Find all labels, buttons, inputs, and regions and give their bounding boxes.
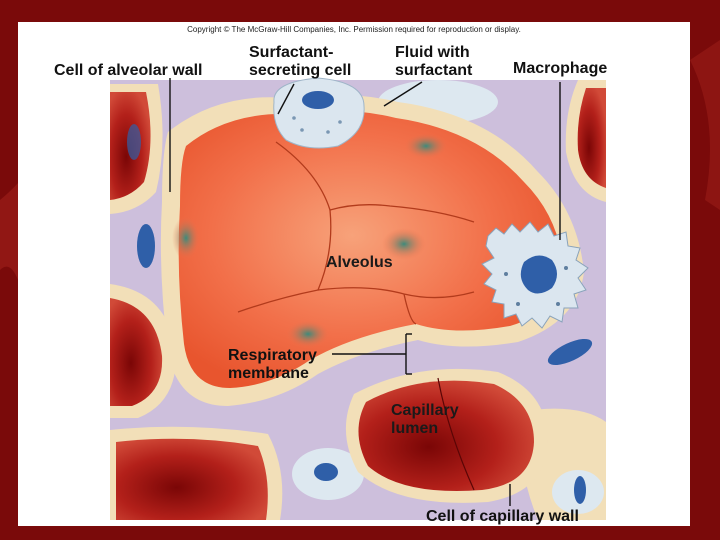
label-respiratory-membrane-line1: Respiratory: [228, 347, 317, 364]
epithelial-cell-borders: [237, 141, 475, 325]
copyright-notice: Copyright © The McGraw-Hill Companies, I…: [187, 25, 521, 34]
alveolar-nucleus-glow: [172, 216, 200, 260]
label-capillary-lumen-line2: lumen: [391, 420, 439, 437]
capillary-left-middle: [110, 284, 177, 418]
nucleus-icon: [547, 338, 593, 366]
label-fluid-with-surfactant-line2: surfactant: [395, 62, 473, 79]
alveolar-nucleus-glow: [286, 320, 330, 348]
label-macrophage: Macrophage: [513, 60, 608, 77]
label-capillary-lumen-line1: Capillary: [391, 402, 459, 419]
leader-lines: [169, 78, 561, 506]
leader-line-respiratory-membrane: [332, 334, 407, 374]
nucleus-icon: [302, 91, 334, 109]
label-cell-of-alveolar-wall: Cell of alveolar wall: [54, 62, 203, 79]
label-surfactant-secreting-cell-line2: secreting cell: [249, 62, 352, 79]
alveolar-nucleus-glow: [404, 133, 448, 159]
leader-line-fluid: [383, 81, 423, 107]
capillary-lumen: [345, 368, 548, 503]
diagram-panel: Copyright © The McGraw-Hill Companies, I…: [18, 22, 690, 526]
leader-line-surfactant-cell: [277, 83, 295, 115]
nucleus-icon: [137, 224, 155, 268]
capillary-bottom-left: [110, 426, 283, 520]
alveolus-air-space: [178, 110, 564, 389]
surfactant-secreting-cell: [273, 77, 365, 149]
label-alveolus: Alveolus: [326, 254, 393, 271]
label-respiratory-membrane-line2: membrane: [228, 365, 309, 382]
nucleus-icon: [520, 255, 557, 294]
label-cell-of-capillary-wall: Cell of capillary wall: [426, 508, 579, 525]
capillary-top-right: [565, 80, 606, 202]
nucleus-icon: [127, 124, 141, 160]
nucleus-icon: [314, 463, 338, 481]
nucleus-icon: [574, 476, 586, 504]
label-surfactant-secreting-cell-line1: Surfactant-: [249, 44, 334, 61]
alveolus-illustration: [110, 77, 606, 520]
alveolar-nucleus-glow: [382, 228, 426, 260]
macrophage-cell: [481, 221, 589, 329]
label-fluid-with-surfactant-line1: Fluid with: [395, 44, 470, 61]
